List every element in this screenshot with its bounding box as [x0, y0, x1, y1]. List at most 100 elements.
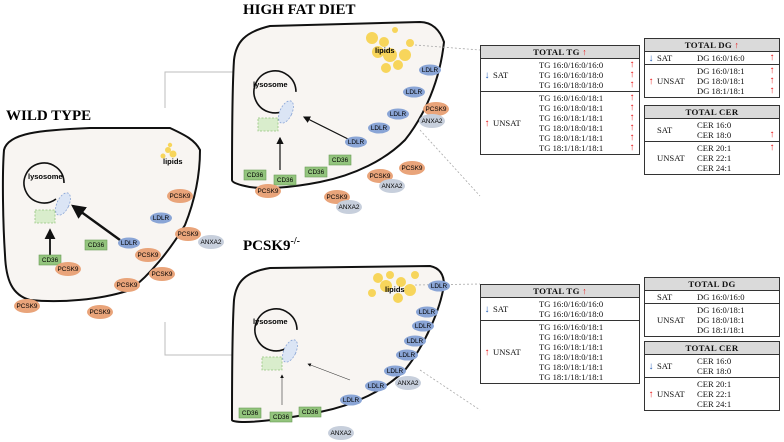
pcsk9-cd36-3: CD36	[298, 406, 322, 418]
pcsk9-total-cer-table-group-direction: ↑	[648, 388, 654, 400]
hfd-total-tg-table-row: TG 16:0/18:0/18:1↑	[539, 102, 639, 114]
hfd-total-dg-table-row-arrow: ↑	[769, 52, 775, 63]
hfd-total-tg-table-row-arrow: ↑	[629, 79, 635, 90]
hfd-total-cer-table-row-arrow	[765, 163, 779, 173]
wild-type-pcsk9-7-label: PCSK9	[170, 193, 191, 200]
hfd-ldlr-2-label: LDLR	[371, 125, 388, 132]
hfd-cd36-4: CD36	[328, 154, 352, 166]
hfd-total-cer-table-row: CER 18:0↑	[697, 130, 779, 141]
hfd-total-dg-table-row-name: DG 18:0/18:1	[697, 76, 745, 86]
pcsk9-total-tg-table-row: TG 18:0/18:0/18:1	[539, 352, 639, 362]
pcsk9-total-cer-table-row: CER 22:1	[697, 389, 779, 399]
hfd-total-dg-table-group-direction: ↑	[648, 75, 654, 87]
hfd-pcsk9-1-label: PCSK9	[258, 188, 279, 195]
pcsk9-total-cer-table-group-label: ↓SAT	[645, 355, 697, 377]
hfd-total-cer-table-row-name: CER 18:0	[697, 130, 732, 140]
pcsk9-total-cer-table-group-name: SAT	[657, 361, 673, 371]
pcsk9-ldlr-6-label: LDLR	[415, 323, 432, 330]
pcsk9-ldlr-uptake-arrow	[307, 363, 351, 381]
pcsk9-total-cer-table-row-arrow	[765, 366, 779, 376]
pcsk9-total-dg-table-group-name: UNSAT	[657, 315, 685, 325]
hfd-anxa2-2-label: ANXA2	[382, 183, 403, 190]
wild-type-pcsk9-5: PCSK9	[135, 248, 161, 262]
hfd-pcsk9-5: PCSK9	[423, 102, 449, 116]
pcsk9-cd36-3-label: CD36	[302, 409, 319, 416]
hfd-total-cer-table-row: CER 20:1↑	[697, 143, 779, 154]
pcsk9-total-tg-table-group-label: ↓SAT	[481, 298, 539, 320]
hfd-cd36-3: CD36	[304, 166, 328, 178]
pcsk9-total-tg-table-row-name: TG 16:0/18:0/18:1	[539, 332, 604, 342]
pcsk9-total-tg-table-row-name: TG 16:0/18:1/18:1	[539, 342, 604, 352]
hfd-lysosome-label: lysosome	[253, 80, 288, 89]
pcsk9-total-cer-table-title-text: TOTAL CER	[685, 343, 739, 353]
pcsk9-total-tg-table-row-arrow	[625, 309, 639, 319]
pcsk9-total-dg-table-row-name: DG 16:0/16:0	[697, 292, 745, 302]
wild-type-pcsk9-3-label: PCSK9	[90, 309, 111, 316]
pcsk9-total-tg-table-row-name: TG 16:0/16:0/16:0	[539, 299, 604, 309]
pcsk9-ldlr-2: LDLR	[365, 380, 387, 392]
pcsk9-total-cer-table-row-name: CER 18:0	[697, 366, 732, 376]
pcsk9-anxa2-1-label: ANXA2	[398, 380, 419, 387]
wild-type-pcsk9-2: PCSK9	[55, 262, 81, 276]
hfd-total-dg-table-row: DG 18:0/18:1↑	[697, 76, 779, 87]
hfd-endocytic-vesicles	[257, 100, 294, 132]
hfd-total-cer-table-row: CER 22:1	[697, 153, 779, 163]
hfd-total-dg-table-row: DG 16:0/18:1↑	[697, 65, 779, 77]
pcsk9-total-tg-table-row-name: TG 18:0/18:0/18:1	[539, 352, 604, 362]
wild-type-cd36-1-label: CD36	[42, 257, 59, 264]
pcsk9-ldlr-6: LDLR	[412, 320, 434, 332]
wild-type-lipid-droplets	[160, 142, 177, 159]
wild-type-lysosome-label: lysosome	[28, 172, 63, 181]
wild-type-ldlr-uptake-arrow	[71, 204, 121, 241]
wild-type-cd36-2-label: CD36	[88, 242, 105, 249]
pcsk9-total-tg-table-row: TG 16:0/16:0/18:1	[539, 322, 639, 332]
hfd-pcsk9-2-label: PCSK9	[327, 194, 348, 201]
wild-type-pcsk9-5-label: PCSK9	[138, 252, 159, 259]
pcsk9-ldlr-7-label: LDLR	[419, 309, 436, 316]
hfd-total-tg-table-group-rows: TG 16:0/16:0/16:0↑TG 16:0/16:0/18:0↑TG 1…	[539, 59, 639, 91]
hfd-total-dg-table-row: DG 18:1/18:1↑	[697, 86, 779, 97]
hfd-total-cer-table-row-arrow	[765, 153, 779, 163]
pcsk9-total-cer-table-row-arrow	[765, 399, 779, 409]
pcsk9-ldlr-1: LDLR	[340, 394, 362, 406]
wild-type-pcsk9-8-label: PCSK9	[178, 231, 199, 238]
pcsk9-cd36-1-label: CD36	[242, 410, 259, 417]
pcsk9-ldlr-3-label: LDLR	[387, 368, 404, 375]
pcsk9-ldlr-5: LDLR	[404, 335, 426, 347]
hfd-total-cer-table-row-name: CER 22:1	[697, 153, 732, 163]
pcsk9-total-cer-table-row-arrow	[765, 356, 779, 366]
hfd-lysosome	[253, 70, 297, 114]
pcsk9-total-cer-table-title: TOTAL CER	[645, 342, 779, 355]
hfd-total-dg-table-group-name: UNSAT	[657, 76, 685, 86]
pcsk9-total-dg-table-title-text: TOTAL DG	[688, 279, 736, 289]
pcsk9-anxa2-2: ANXA2	[328, 426, 354, 440]
hfd-total-tg-table-group-direction: ↑	[484, 117, 490, 129]
hfd-ldlr-1-label: LDLR	[348, 139, 365, 146]
hfd-total-tg-table-row: TG 18:0/18:1/18:1↑	[539, 133, 639, 144]
hfd-total-tg-table-row-name: TG 18:0/18:0/18:1	[539, 123, 604, 133]
transition-arrows	[164, 72, 240, 355]
hfd-total-dg-table-row-arrow: ↑	[769, 65, 775, 76]
hfd-total-tg-table-row-arrow: ↑	[629, 102, 635, 113]
hfd-pcsk9-4: PCSK9	[399, 161, 425, 175]
pcsk9-total-cer-table-group-direction: ↓	[648, 360, 654, 372]
pcsk9-total-cer-table-group-label: ↑UNSAT	[645, 378, 697, 410]
wild-type-pcsk9-4: PCSK9	[114, 278, 140, 292]
pcsk9-total-dg-table-row-name: DG 16:0/18:1	[697, 305, 745, 315]
wild-type-cd36-1: CD36	[38, 254, 62, 266]
hfd-total-dg-table-group-rows: DG 16:0/16:0↑	[697, 52, 779, 64]
hfd-total-cer-table-group-name: SAT	[657, 125, 673, 135]
hfd-pcsk9-1: PCSK9	[255, 184, 281, 198]
hfd-total-cer-table-row-name: CER 20:1	[697, 143, 732, 153]
